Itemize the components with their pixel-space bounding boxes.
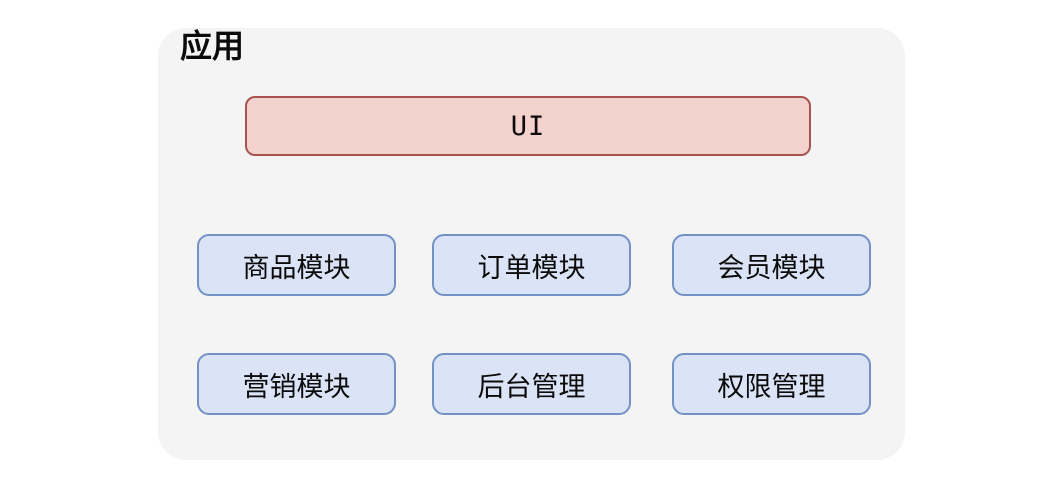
node-marketing-module[interactable]: 营销模块: [197, 353, 396, 415]
node-marketing-module-label: 营销模块: [242, 371, 351, 402]
node-product-module-label: 商品模块: [242, 252, 351, 283]
node-product-module[interactable]: 商品模块: [197, 234, 396, 296]
node-permission-management[interactable]: 权限管理: [672, 353, 871, 415]
node-member-module-label: 会员模块: [717, 252, 826, 283]
node-member-module[interactable]: 会员模块: [672, 234, 871, 296]
node-ui-label: UI: [510, 110, 546, 142]
node-backend-management-label: 后台管理: [477, 371, 586, 402]
node-order-module[interactable]: 订单模块: [432, 234, 631, 296]
node-permission-management-label: 权限管理: [717, 371, 826, 402]
node-backend-management[interactable]: 后台管理: [432, 353, 631, 415]
node-ui[interactable]: UI: [245, 96, 811, 156]
application-title: 应用: [180, 28, 245, 64]
node-order-module-label: 订单模块: [477, 252, 586, 283]
